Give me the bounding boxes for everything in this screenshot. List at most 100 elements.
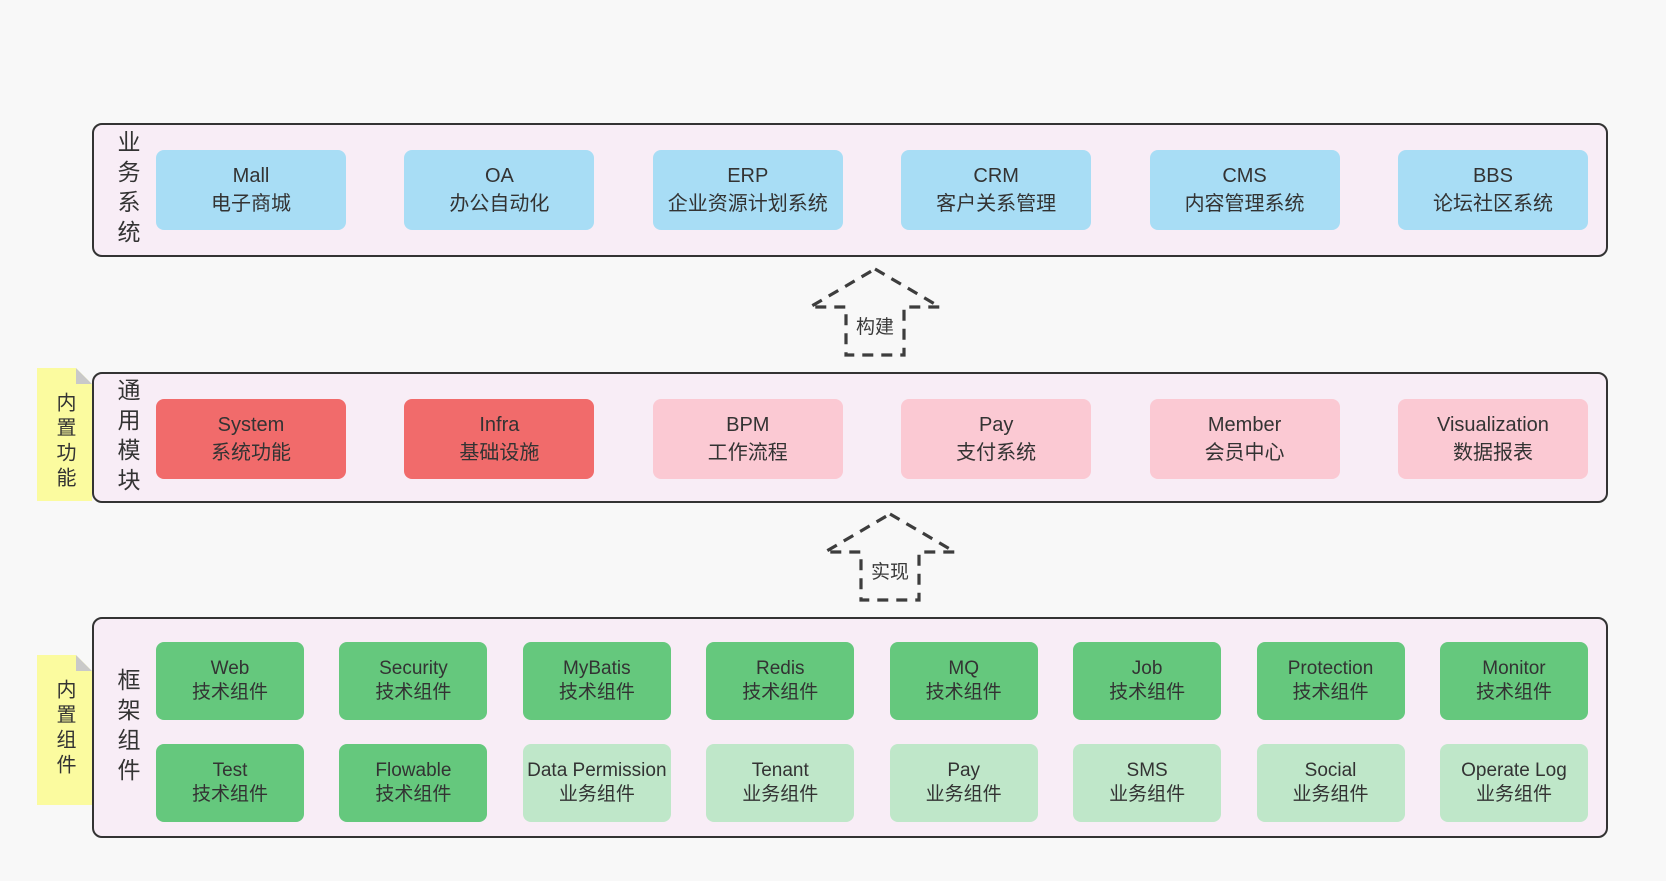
box-subtitle: 业务组件 [1475, 784, 1552, 805]
box-infra: Infra 基础设施 [404, 399, 595, 479]
box-cms: CMS 内容管理系统 [1149, 150, 1340, 230]
build-arrow-label: 构建 [852, 312, 898, 339]
box-subtitle: 技术组件 [925, 682, 1002, 703]
box-title: ERP [727, 165, 769, 187]
folded-corner-icon [76, 368, 92, 384]
box-data-permission: Data Permission 业务组件 [522, 744, 671, 822]
box-title: CRM [973, 165, 1019, 187]
box-subtitle: 技术组件 [375, 682, 452, 703]
box-subtitle: 办公自动化 [449, 193, 550, 215]
box-title: BBS [1472, 165, 1513, 187]
box-title: Operate Log [1461, 759, 1567, 781]
implement-arrow-label: 实现 [867, 557, 913, 584]
layer-business-systems: 业务系统 Mall 电子商城 OA 办公自动化 ERP 企业资源计划系统 CRM… [92, 123, 1608, 257]
sticky-note-text: 内置功能 [53, 392, 75, 492]
framework-box-row-2: Test 技术组件 Flowable 技术组件 Data Permission … [156, 744, 1588, 822]
box-title: Job [1131, 657, 1163, 679]
box-bpm: BPM 工作流程 [652, 399, 843, 479]
box-subtitle: 电子商城 [211, 193, 291, 215]
box-mq: MQ 技术组件 [889, 642, 1038, 720]
box-title: MyBatis [563, 657, 631, 679]
box-subtitle: 业务组件 [925, 784, 1002, 805]
box-subtitle: 数据报表 [1452, 442, 1533, 464]
box-subtitle: 技术组件 [1292, 682, 1369, 703]
box-title: Web [210, 657, 250, 679]
layer-common-label: 通用模块 [114, 377, 140, 498]
box-mall: Mall 电子商城 [156, 150, 346, 230]
box-title: Pay [947, 759, 981, 781]
box-title: Visualization [1436, 414, 1549, 436]
box-subtitle: 业务组件 [1292, 784, 1369, 805]
box-title: Flowable [375, 759, 452, 781]
box-title: Protection [1287, 657, 1374, 679]
box-subtitle: 业务组件 [1109, 784, 1186, 805]
sticky-note-builtin-features: 内置功能 [37, 368, 92, 501]
layer-common-modules: 通用模块 System 系统功能 Infra 基础设施 BPM 工作流程 Pay… [92, 372, 1608, 503]
box-tenant: Tenant 业务组件 [706, 744, 855, 822]
box-title: CMS [1222, 165, 1267, 187]
layer-framework-components: 框架组件 Web 技术组件 Security 技术组件 MyBatis 技术组件… [92, 617, 1608, 838]
common-box-row: System 系统功能 Infra 基础设施 BPM 工作流程 Pay 支付系统… [156, 399, 1588, 479]
box-subtitle: 论坛社区系统 [1432, 193, 1553, 215]
box-subtitle: 企业资源计划系统 [667, 193, 828, 215]
sticky-note-text: 内置组件 [53, 679, 75, 779]
box-monitor: Monitor 技术组件 [1439, 642, 1588, 720]
box-bbs: BBS 论坛社区系统 [1397, 150, 1588, 230]
box-member: Member 会员中心 [1149, 399, 1340, 479]
box-title: SMS [1126, 759, 1168, 781]
box-title: Redis [755, 657, 805, 679]
box-subtitle: 技术组件 [1475, 682, 1552, 703]
box-subtitle: 内容管理系统 [1184, 193, 1305, 215]
framework-box-row-1: Web 技术组件 Security 技术组件 MyBatis 技术组件 Redi… [156, 642, 1588, 720]
box-subtitle: 业务组件 [742, 784, 819, 805]
box-subtitle: 业务组件 [558, 784, 635, 805]
box-title: System [217, 414, 285, 436]
layer-framework-label: 框架组件 [114, 667, 140, 788]
box-sms: SMS 业务组件 [1073, 744, 1222, 822]
box-title: Test [212, 759, 248, 781]
box-title: OA [484, 165, 514, 187]
business-box-row: Mall 电子商城 OA 办公自动化 ERP 企业资源计划系统 CRM 客户关系… [156, 150, 1588, 230]
box-title: Monitor [1482, 657, 1546, 679]
box-subtitle: 客户关系管理 [936, 193, 1057, 215]
box-title: MQ [948, 657, 979, 679]
box-subtitle: 工作流程 [707, 442, 788, 464]
box-redis: Redis 技术组件 [706, 642, 855, 720]
arrow-up-icon [822, 512, 958, 602]
box-subtitle: 系统功能 [211, 442, 291, 464]
box-system: System 系统功能 [156, 399, 346, 479]
box-title: Member [1207, 414, 1282, 436]
sticky-note-builtin-components: 内置组件 [37, 655, 92, 805]
box-visualization: Visualization 数据报表 [1397, 399, 1588, 479]
box-mybatis: MyBatis 技术组件 [522, 642, 671, 720]
arrow-up-icon [807, 267, 943, 357]
box-protection: Protection 技术组件 [1256, 642, 1405, 720]
box-web: Web 技术组件 [156, 642, 304, 720]
box-title: Data Permission [527, 759, 667, 781]
box-subtitle: 支付系统 [956, 442, 1037, 464]
implement-arrow: 实现 [822, 511, 958, 603]
box-title: Pay [978, 414, 1014, 436]
folded-corner-icon [76, 655, 92, 671]
box-subtitle: 技术组件 [375, 784, 452, 805]
box-title: Tenant [751, 759, 809, 781]
box-flowable: Flowable 技术组件 [339, 744, 488, 822]
build-arrow: 构建 [807, 266, 943, 358]
box-title: BPM [726, 414, 770, 436]
box-social: Social 业务组件 [1256, 744, 1405, 822]
box-subtitle: 会员中心 [1204, 442, 1285, 464]
layer-business-label: 业务系统 [114, 130, 140, 250]
box-security: Security 技术组件 [339, 642, 488, 720]
box-operate-log: Operate Log 业务组件 [1439, 744, 1588, 822]
box-subtitle: 技术组件 [1109, 682, 1186, 703]
box-title: Social [1304, 759, 1357, 781]
box-subtitle: 基础设施 [459, 442, 540, 464]
box-title: Infra [479, 414, 520, 436]
box-job: Job 技术组件 [1073, 642, 1222, 720]
box-subtitle: 技术组件 [191, 784, 268, 805]
box-title: Mall [232, 165, 270, 187]
box-crm: CRM 客户关系管理 [901, 150, 1092, 230]
box-oa: OA 办公自动化 [404, 150, 595, 230]
box-pay-component: Pay 业务组件 [889, 744, 1038, 822]
